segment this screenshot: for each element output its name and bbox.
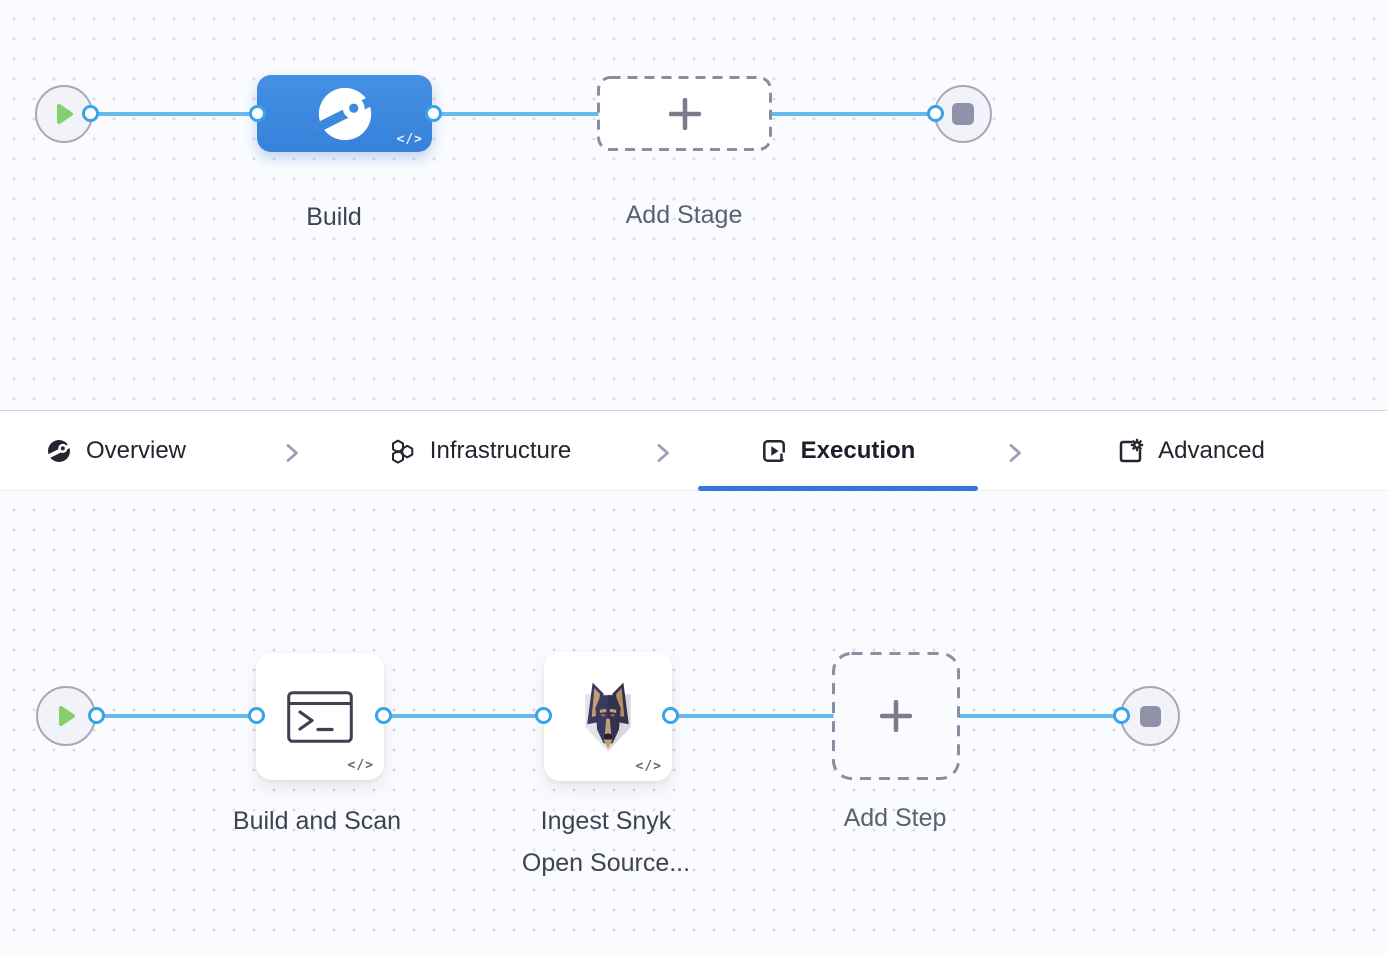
stage-edge-line	[64, 112, 963, 116]
chevron-right-icon	[1009, 444, 1021, 462]
step-label-add-step: Add Step	[843, 804, 947, 832]
chevron-right-icon	[657, 444, 669, 462]
add-stage-button[interactable]	[597, 76, 772, 151]
stage-label-build: Build	[306, 203, 362, 231]
tab-label: Execution	[800, 437, 916, 464]
terminal-icon	[287, 690, 353, 743]
connector-port[interactable]	[927, 105, 944, 122]
tab-advanced[interactable]: Advanced	[1051, 411, 1331, 491]
active-tab-underline	[698, 486, 978, 491]
overview-icon	[46, 440, 72, 462]
execution-icon	[762, 440, 785, 462]
snyk-logo-icon	[585, 682, 631, 751]
pipeline-end-node[interactable]	[934, 85, 992, 143]
connector-port[interactable]	[425, 105, 442, 122]
stage-tab-bar: Overview Infrastructure	[0, 410, 1388, 491]
add-step-button[interactable]	[832, 652, 960, 780]
tab-label: Advanced	[1158, 437, 1265, 464]
connector-port[interactable]	[88, 707, 105, 724]
play-icon	[59, 706, 75, 726]
chevron-right-icon	[286, 444, 298, 462]
tab-infrastructure[interactable]: Infrastructure	[348, 411, 612, 491]
tab-label: Overview	[85, 437, 187, 464]
connector-port[interactable]	[375, 707, 392, 724]
stop-icon	[952, 103, 974, 125]
ci-build-icon	[313, 87, 376, 140]
connector-port[interactable]	[82, 105, 99, 122]
tab-label: Infrastructure	[429, 437, 572, 464]
play-icon	[57, 104, 73, 124]
infrastructure-icon	[391, 439, 414, 464]
execution-end-node[interactable]	[1120, 686, 1180, 746]
connector-port[interactable]	[249, 105, 266, 122]
stage-label-add-stage: Add Stage	[625, 201, 743, 229]
step-node-ingest-snyk[interactable]: </>	[544, 652, 672, 781]
connector-port[interactable]	[662, 707, 679, 724]
stop-icon	[1139, 705, 1161, 727]
plus-icon	[880, 700, 912, 732]
stage-canvas[interactable]: </> Build Add Stage	[0, 0, 1388, 409]
execution-canvas[interactable]: </> </>	[0, 491, 1388, 944]
step-label-ingest-snyk: Ingest Snyk Open Source...	[521, 807, 691, 877]
plus-icon	[668, 97, 701, 130]
stage-node-build[interactable]: </>	[257, 75, 432, 152]
code-icon: </>	[635, 759, 662, 774]
connector-port[interactable]	[248, 707, 265, 724]
step-node-build-and-scan[interactable]: </>	[256, 653, 384, 780]
tab-execution[interactable]: Execution	[698, 411, 978, 491]
advanced-icon	[1119, 438, 1144, 462]
tab-overview[interactable]: Overview	[0, 411, 232, 491]
connector-port[interactable]	[1113, 707, 1130, 724]
code-icon: </>	[396, 132, 423, 147]
connector-port[interactable]	[535, 707, 552, 724]
execution-start-node[interactable]	[36, 686, 96, 746]
code-icon: </>	[347, 758, 374, 773]
step-label-build-and-scan: Build and Scan	[232, 807, 402, 835]
